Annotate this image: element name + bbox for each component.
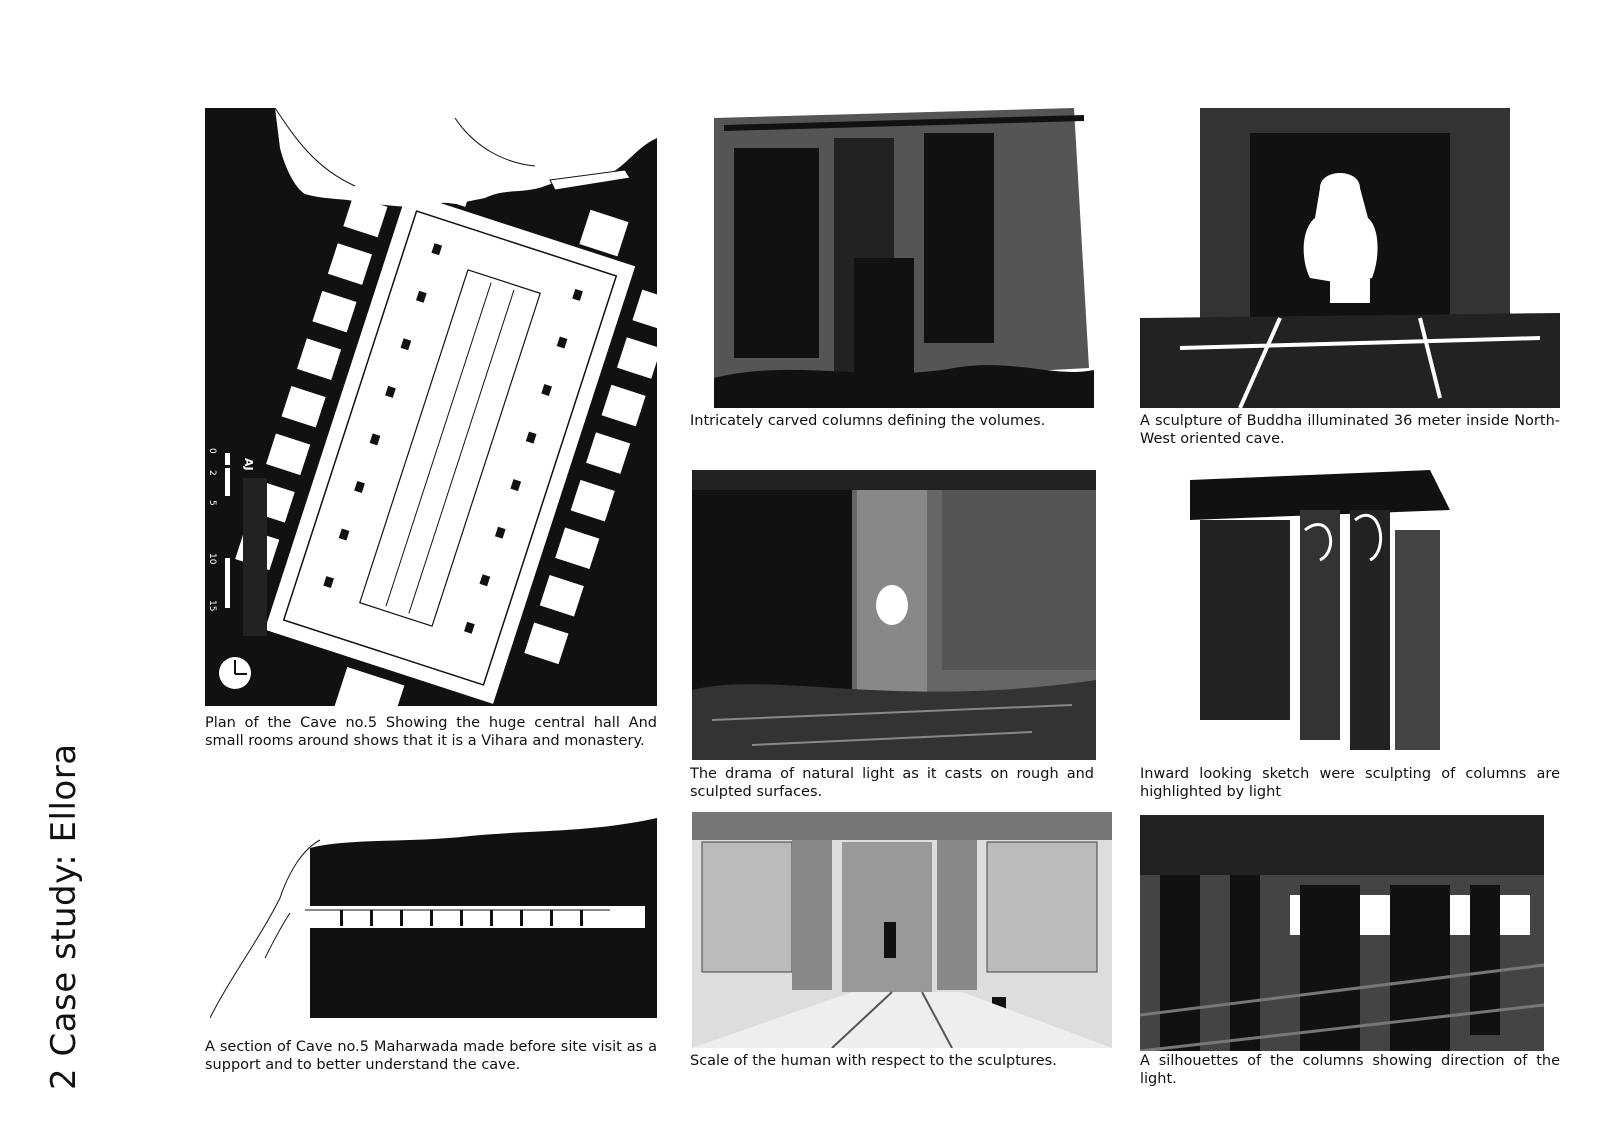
sketch-columns [714, 108, 1094, 408]
sketch-caption: Scale of the human with respect to the s… [690, 1053, 1057, 1069]
sketch-caption: A sculpture of Buddha illuminated 36 met… [1140, 413, 1560, 447]
section-caption: A section of Cave no.5 Maharwada made be… [205, 1039, 657, 1073]
sketch-silhouettes [1140, 815, 1544, 1051]
sketch-caption: Intricately carved columns defining the … [690, 413, 1046, 429]
scale-tick: 2 [207, 470, 217, 476]
sketch-caption: Inward looking sketch were sculpting of … [1140, 766, 1560, 800]
scale-tick: 10 [207, 553, 217, 565]
sketch-light-drama [692, 470, 1096, 760]
north-arrow-icon [219, 657, 251, 689]
plan-caption: Plan of the Cave no.5 Showing the huge c… [205, 715, 657, 749]
scale-tick: 5 [207, 500, 217, 506]
sketch-human-scale [692, 812, 1112, 1048]
page-title: 2 Case study: Ellora [44, 743, 84, 1090]
sketch-caption: A silhouettes of the columns showing dir… [1140, 1053, 1560, 1087]
scale-tick: 15 [207, 600, 217, 611]
sketch-inward [1190, 470, 1450, 760]
section-drawing [210, 818, 657, 1018]
sketch-buddha [1140, 108, 1560, 408]
sketch-caption: The drama of natural light as it casts o… [690, 766, 1094, 800]
plan-drawing: AJ 0 2 5 10 15 [205, 108, 657, 706]
scale-initials: AJ [242, 458, 255, 471]
scale-tick: 0 [207, 448, 217, 454]
